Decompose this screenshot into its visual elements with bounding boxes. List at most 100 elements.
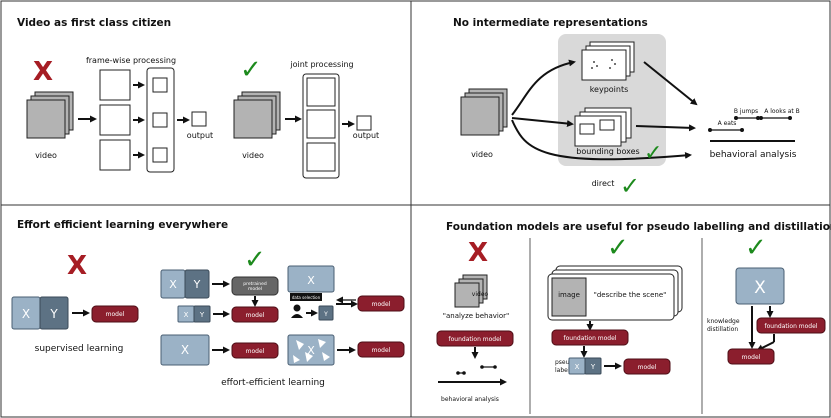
label-text: foundation model	[449, 336, 502, 343]
effort-label: effort-efficient learning	[221, 378, 325, 388]
label-text: foundation model	[564, 335, 617, 342]
video-stack-icon	[454, 274, 488, 308]
x-only-box: X	[287, 265, 335, 293]
label-text: data selection	[292, 295, 321, 300]
joint-label: joint processing	[289, 60, 353, 69]
y-only-box: Y	[318, 305, 334, 321]
frame-processor	[146, 67, 175, 173]
foundation-model-box: foundation model	[436, 330, 514, 347]
event-label: B jumps	[734, 108, 758, 115]
label-text: X	[181, 343, 189, 357]
panel-foundation-models: Foundation models are useful for pseudo …	[436, 221, 831, 414]
label-text: X	[22, 307, 30, 321]
label-text: Y	[199, 311, 205, 319]
event-label: A looks at B	[764, 108, 800, 115]
model-box: model	[357, 295, 405, 312]
output-box	[191, 111, 207, 127]
label-text: model	[638, 364, 657, 371]
timeline: B jumps A looks at B A eats	[708, 108, 800, 142]
output-label: output	[187, 131, 213, 140]
keypoints-label: keypoints	[590, 85, 629, 94]
model-box: model	[231, 342, 279, 359]
output-box	[356, 115, 372, 131]
model-box: model	[727, 348, 775, 365]
check-mark: ✓	[745, 233, 767, 263]
check-mark: ✓	[620, 172, 640, 200]
panel-title: No intermediate representations	[453, 17, 648, 29]
model-box: model	[623, 358, 671, 375]
supervised-label: supervised learning	[35, 344, 124, 354]
output-label: output	[353, 131, 379, 140]
panel-title: Effort efficient learning everywhere	[17, 219, 228, 231]
keypoints-frames	[581, 41, 635, 81]
cross-mark: X	[468, 238, 488, 268]
xy-pair-small: X Y	[568, 357, 602, 375]
video-label: video	[242, 151, 264, 160]
check-mark: ✓	[607, 233, 629, 263]
frame-wise-label: frame-wise processing	[86, 56, 176, 65]
label-text: model	[742, 354, 761, 361]
label-text: model	[106, 311, 125, 318]
panel-no-intermediate: No intermediate representations video ke…	[453, 17, 800, 200]
label-text: X	[184, 311, 189, 319]
label-text: model	[246, 312, 265, 319]
x-only-box: X	[160, 334, 210, 366]
panel-title: Video as first class citizen	[17, 17, 171, 29]
mini-timeline	[438, 365, 507, 386]
model-box: model	[231, 306, 279, 323]
x-only-box: X	[735, 267, 785, 305]
data-selection-tag: data selection	[290, 293, 322, 301]
masked-x-box: X	[287, 334, 335, 366]
label-text: model	[246, 348, 265, 355]
label-text: Y	[49, 307, 58, 321]
panel-video-first-class: Video as first class citizen X ✓ video f…	[17, 17, 379, 179]
bounding-box-frames	[574, 107, 632, 147]
frame-boxes	[99, 69, 131, 171]
label-text: foundation model	[765, 323, 818, 330]
label-text: Y	[590, 363, 596, 371]
direct-label: direct	[592, 179, 615, 188]
label-text: X	[307, 344, 315, 357]
panel-effort-efficient: Effort efficient learning everywhere X ✓…	[11, 219, 405, 388]
event-label: A eats	[718, 120, 737, 127]
label-text: Y	[323, 311, 328, 318]
cross-mark: X	[33, 57, 53, 87]
check-mark: ✓	[240, 55, 262, 85]
video-stack-icon	[460, 88, 508, 136]
bounding-boxes-label: bounding boxes	[576, 147, 639, 156]
label-text: model	[372, 347, 391, 354]
behavioral-analysis-label: behavioral analysis	[710, 150, 797, 160]
analyze-prompt: "analyze behavior"	[443, 312, 509, 320]
video-label: video	[472, 291, 489, 298]
image-prompt-card: image "describe the scene"	[547, 265, 683, 321]
cross-mark: X	[67, 251, 87, 281]
annotator-icon	[291, 304, 303, 318]
label-text: Y	[193, 278, 201, 291]
joint-processor	[302, 73, 340, 179]
video-stack-icon	[26, 91, 74, 139]
xy-pair-small: X Y	[177, 305, 211, 323]
xy-pair: X Y	[11, 296, 69, 330]
foundation-model-box: foundation model	[756, 317, 826, 334]
describe-prompt: "describe the scene"	[594, 291, 667, 299]
panel-title: Foundation models are useful for pseudo …	[446, 221, 831, 233]
label-text: X	[575, 363, 580, 371]
label-text: X	[754, 278, 766, 298]
behavioral-analysis-label: behavioral analysis	[441, 396, 499, 403]
image-label: image	[558, 291, 580, 299]
check-mark: ✓	[244, 245, 266, 275]
model-box: model	[91, 305, 139, 323]
xy-pair: X Y	[160, 269, 210, 299]
foundation-model-box: foundation model	[551, 329, 629, 346]
video-stack-icon	[233, 91, 281, 139]
label-text: X	[169, 278, 177, 291]
model-box: model	[357, 341, 405, 358]
check-mark: ✓	[644, 141, 662, 166]
